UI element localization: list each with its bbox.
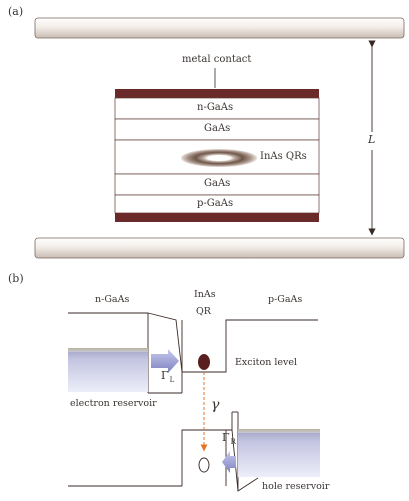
electron-reservoir [68,348,148,392]
hole-dot [198,457,210,473]
gaas-bottom-layer-label: GaAs [204,178,231,189]
electron-reservoir-label: electron reservoir [70,398,157,409]
top-contact-layer [115,89,319,98]
cavity-length-label: L [368,133,376,146]
layer-stack [114,89,320,222]
inas-label: InAs [194,289,216,300]
panel-b-label: (b) [8,272,24,285]
n-gaas-region-label: n-GaAs [95,294,130,305]
p-gaas-region-label: p-GaAs [268,294,303,305]
top-mirror [34,17,405,39]
qr-label: QR [196,306,211,317]
gamma-l-label: ΓL [161,369,175,384]
gaas-top-layer-label: GaAs [204,123,231,134]
n-gaas-layer-label: n-GaAs [197,102,234,113]
hole-reservoir-label: hole reservoir [262,481,330,492]
hole-injection-arrow [222,451,236,473]
bottom-mirror [34,237,405,259]
electron-injection-arrow [151,349,179,373]
quantum-ring-hole [208,155,230,161]
hole-reservoir [238,429,320,477]
metal-contact-label: metal contact [182,54,252,65]
electron-dot [198,354,210,370]
bottom-contact-layer [115,213,319,222]
gamma-decay-label: γ [211,397,220,413]
quantum-ring-well-top [181,319,318,373]
p-gaas-layer-label: p-GaAs [197,198,234,209]
left-barrier [147,312,183,393]
panel-a-label: (a) [8,5,24,18]
exciton-level-label: Exciton level [235,357,298,368]
inas-qrs-label: InAs QRs [260,151,307,162]
gamma-r-label: ΓR [222,431,236,446]
